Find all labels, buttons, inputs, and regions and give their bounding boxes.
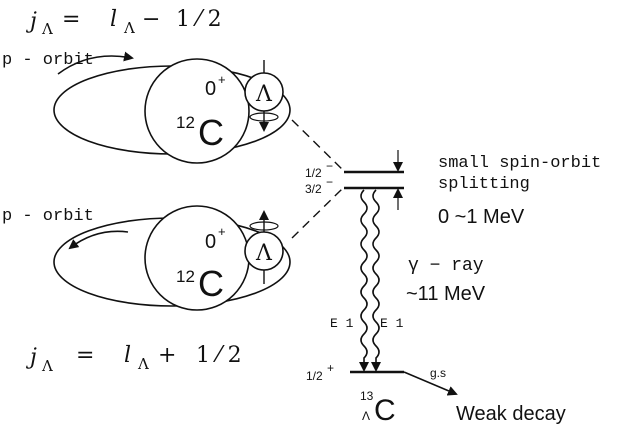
level-scheme: 1/2 − 3/2 − 1/2 + (305, 150, 404, 383)
splitting-text-line1: small spin-orbit (438, 154, 601, 173)
gamma-ray-energy: ~11 MeV (406, 283, 486, 305)
top-lambda-symbol: Λ (255, 82, 273, 107)
bottom-core-mass-number: 12 (176, 267, 195, 286)
hypernucleus-lambda-subscript: Λ (362, 409, 370, 423)
top-minus: − (142, 7, 160, 32)
bottom-lambda-symbol: Λ (255, 241, 273, 266)
top-j-subscript: Λ (41, 20, 53, 38)
top-angular-momentum-relation: j Λ = l Λ − 1 ⁄ 2 (25, 7, 222, 38)
top-core-charge: 0 (205, 78, 216, 100)
dashed-link-upper (291, 119, 346, 173)
hypernucleus-element: C (374, 394, 396, 427)
top-core-mass-number: 12 (176, 113, 195, 132)
weak-decay-arrow (403, 371, 458, 396)
top-spin-rotation-ring (249, 112, 279, 122)
level-ground-spin: 1/2 (306, 369, 323, 383)
top-orbit-group: p - orbit 0 + 12 C Λ (2, 51, 291, 164)
bottom-equals: = (76, 343, 94, 368)
weak-decay-label: Weak decay (456, 403, 566, 425)
bottom-core-parity: + (218, 224, 226, 239)
bottom-core-charge: 0 (205, 231, 216, 253)
top-orbit-label: p - orbit (2, 51, 94, 70)
transition-label-left: E 1 (330, 316, 354, 331)
level-ground-parity: + (327, 361, 334, 375)
bottom-plus: + (158, 343, 176, 368)
bottom-core-nucleus (144, 205, 250, 311)
level-lower-parity: − (326, 175, 333, 189)
top-l-subscript: Λ (123, 19, 135, 37)
top-equals: = (62, 7, 80, 32)
bottom-spin-rotation-ring (249, 221, 279, 231)
bottom-j-subscript: Λ (41, 357, 53, 375)
top-core-parity: + (218, 72, 226, 87)
bottom-orbit-group: p - orbit 0 + 12 C Λ (2, 205, 291, 311)
bottom-half: 1 ⁄ 2 (196, 343, 242, 368)
bottom-orbit-direction-arrow (68, 230, 129, 250)
level-lower-spin: 3/2 (305, 182, 322, 196)
bottom-j-symbol: j (25, 345, 37, 370)
splitting-text-line2: splitting (438, 175, 530, 194)
gamma-ray-label: γ − ray (408, 256, 484, 276)
level-upper-parity: − (326, 159, 333, 173)
gamma-transition-right (371, 189, 381, 372)
gamma-transition-left (359, 189, 369, 372)
top-half: 1 ⁄ 2 (176, 7, 222, 32)
top-core-nucleus (144, 58, 250, 164)
bottom-angular-momentum-relation: j Λ = l Λ + 1 ⁄ 2 (25, 343, 242, 375)
hypernucleus-mass-number: 13 (360, 389, 374, 403)
dashed-link-lower (291, 187, 344, 239)
top-l-symbol: l (110, 7, 117, 32)
bottom-l-symbol: l (124, 343, 131, 368)
bottom-core-element: C (198, 263, 224, 304)
top-core-element: C (198, 112, 224, 153)
splitting-energy-range: 0 ~1 MeV (438, 206, 525, 228)
ground-state-label: g.s (430, 366, 446, 380)
top-j-symbol: j (25, 9, 37, 34)
bottom-orbit-label: p - orbit (2, 207, 94, 226)
transition-label-right: E 1 (380, 316, 404, 331)
top-orbit-direction-arrow (57, 51, 134, 75)
bottom-l-subscript: Λ (137, 355, 149, 373)
level-upper-spin: 1/2 (305, 166, 322, 180)
